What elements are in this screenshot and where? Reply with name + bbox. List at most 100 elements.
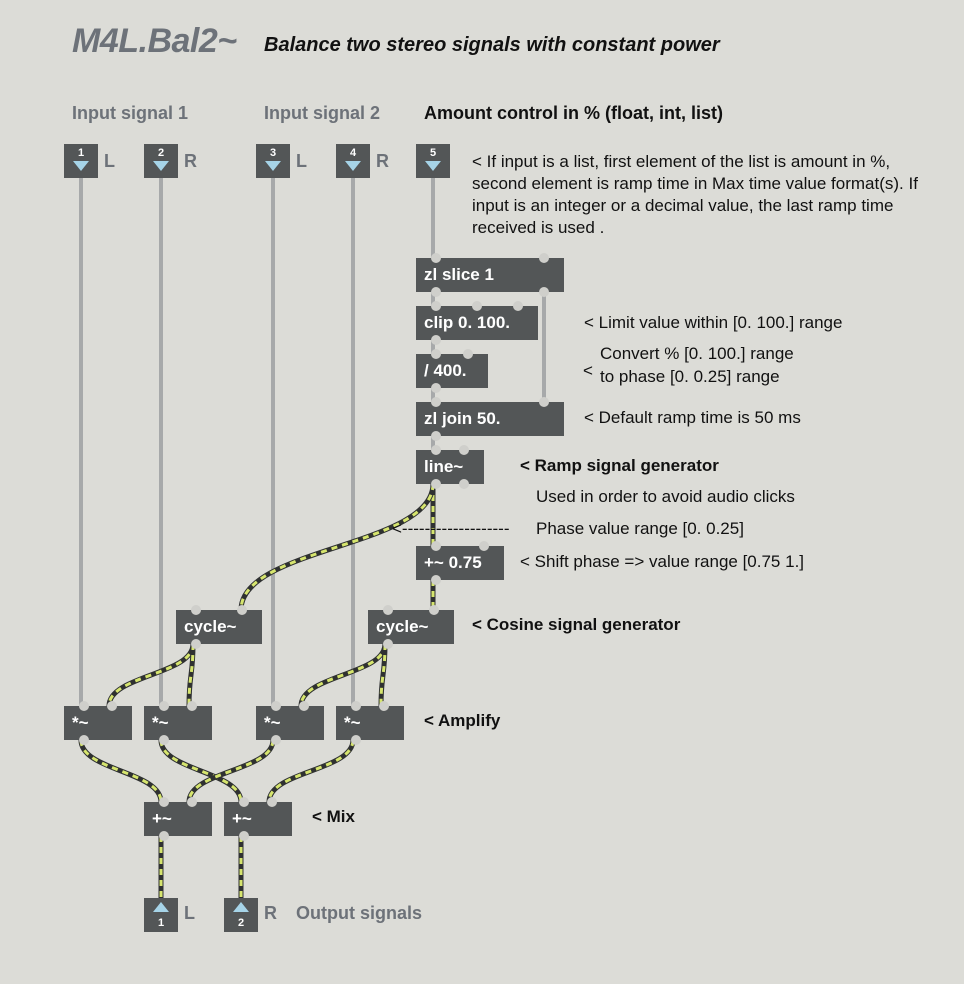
outlet-number: 2 (237, 917, 245, 929)
inlet-pip[interactable] (159, 797, 169, 807)
inlet-pip[interactable] (379, 701, 389, 711)
inlet-pip[interactable] (431, 541, 441, 551)
object-text: cycle~ (376, 617, 429, 636)
multiply-object-3[interactable]: *~ (256, 701, 324, 745)
object-text: cycle~ (184, 617, 237, 636)
add-object-left[interactable]: +~ (144, 797, 212, 841)
outlet-pip[interactable] (459, 479, 469, 489)
inlet-pip[interactable] (267, 797, 277, 807)
object-text: +~ (232, 809, 252, 828)
inlet-number: 1 (77, 147, 85, 159)
cord-cycle-right-to-mul3[interactable] (299, 643, 387, 707)
cord-line-to-cycle-left[interactable] (239, 483, 435, 611)
inlet-pip[interactable] (513, 301, 523, 311)
inlet-pip[interactable] (539, 253, 549, 263)
inlet-pip[interactable] (191, 605, 201, 615)
inlet-pip[interactable] (299, 701, 309, 711)
outlet-pip[interactable] (431, 383, 441, 393)
outlet-pip[interactable] (431, 287, 441, 297)
multiply-object-4[interactable]: *~ (336, 701, 404, 745)
outlet-pip[interactable] (79, 735, 89, 745)
outlet-pip[interactable] (431, 431, 441, 441)
inlet-pip[interactable] (431, 253, 441, 263)
line-object[interactable]: line~ (416, 445, 484, 489)
outlet-pip[interactable] (239, 831, 249, 841)
inlet-4[interactable]: 4 (336, 144, 370, 178)
cosine-generator-comment: < Cosine signal generator (472, 615, 681, 634)
patch-title: M4L.Bal2~ (72, 22, 237, 60)
inlet-pip[interactable] (187, 701, 197, 711)
zl-join-object[interactable]: zl join 50. (416, 397, 564, 441)
mix-comment: < Mix (312, 807, 355, 826)
add-object-right[interactable]: +~ (224, 797, 292, 841)
amplify-comment: < Amplify (424, 711, 501, 730)
inlet-pip[interactable] (239, 797, 249, 807)
zl-slice-object[interactable]: zl slice 1 (416, 253, 564, 297)
outlet-1[interactable]: 1 (144, 898, 178, 932)
inlet-pip[interactable] (431, 349, 441, 359)
input-signal-2-label: Input signal 2 (264, 103, 381, 123)
outlet-pip[interactable] (271, 735, 281, 745)
convert-comment-line-1: Convert % [0. 100.] range (600, 344, 794, 363)
outlet-pip[interactable] (383, 639, 393, 649)
inlet-pip[interactable] (463, 349, 473, 359)
inlet-4-side: R (376, 151, 389, 171)
cycle-object-left[interactable]: cycle~ (176, 605, 262, 649)
cord-mul4-to-add-right[interactable] (267, 739, 355, 803)
object-text: line~ (424, 457, 464, 476)
outlet-pip[interactable] (539, 287, 549, 297)
cord-mul1-to-add-left-base (78, 737, 164, 805)
outlet-pip[interactable] (191, 639, 201, 649)
inlet-3[interactable]: 3 (256, 144, 290, 178)
outlet-pip[interactable] (159, 735, 169, 745)
outlet-2[interactable]: 2 (224, 898, 258, 932)
inlet-arrow-icon (425, 161, 441, 171)
inlet-arrow-icon (153, 161, 169, 171)
inlet-pip[interactable] (472, 301, 482, 311)
object-text: zl join 50. (424, 409, 501, 428)
outlet-pip[interactable] (431, 575, 441, 585)
inlet-pip[interactable] (237, 605, 247, 615)
outlet-pip[interactable] (351, 735, 361, 745)
inlet-5[interactable]: 5 (416, 144, 450, 178)
inlet-pip[interactable] (79, 701, 89, 711)
object-text: clip 0. 100. (424, 313, 510, 332)
inlet-2[interactable]: 2 (144, 144, 178, 178)
inlet-arrow-icon (345, 161, 361, 171)
inlet-pip[interactable] (271, 701, 281, 711)
inlet-pip[interactable] (479, 541, 489, 551)
divide-object[interactable]: / 400. (416, 349, 488, 393)
phase-range-comment: Phase value range [0. 0.25] (536, 519, 744, 538)
plus-phase-object[interactable]: +~ 0.75 (416, 541, 504, 585)
inlet-pip[interactable] (107, 701, 117, 711)
inlet-pip[interactable] (431, 397, 441, 407)
outlet-pip[interactable] (431, 335, 441, 345)
control-cords (79, 178, 546, 706)
outlet-pip[interactable] (159, 831, 169, 841)
shift-phase-comment: < Shift phase => value range [0.75 1.] (520, 552, 805, 571)
object-text: +~ (152, 809, 172, 828)
multiply-object-1[interactable]: *~ (64, 701, 132, 745)
multiply-object-2[interactable]: *~ (144, 701, 212, 745)
inlet-1[interactable]: 1 (64, 144, 98, 178)
cord-cycle-left-to-mul1[interactable] (107, 643, 195, 707)
inlet-pip[interactable] (459, 445, 469, 455)
cord-mul3-to-add-left[interactable] (187, 739, 275, 803)
cycle-object-right[interactable]: cycle~ (368, 605, 454, 649)
inlet-pip[interactable] (429, 605, 439, 615)
cord-mul2-to-add-right-base (158, 737, 244, 805)
inlet-pip[interactable] (539, 397, 549, 407)
inlet-pip[interactable] (431, 301, 441, 311)
phase-arrow: <------------------- (392, 519, 510, 538)
object-text: *~ (152, 713, 169, 732)
outlet-pip[interactable] (431, 479, 441, 489)
inlet-pip[interactable] (351, 701, 361, 711)
inlet-pip[interactable] (159, 701, 169, 711)
inlet-pip[interactable] (187, 797, 197, 807)
inlet-pip[interactable] (431, 445, 441, 455)
inlet-pip[interactable] (383, 605, 393, 615)
clip-object[interactable]: clip 0. 100. (416, 301, 538, 345)
inlet-number: 5 (429, 147, 437, 159)
outlet-arrow-icon (233, 902, 249, 912)
